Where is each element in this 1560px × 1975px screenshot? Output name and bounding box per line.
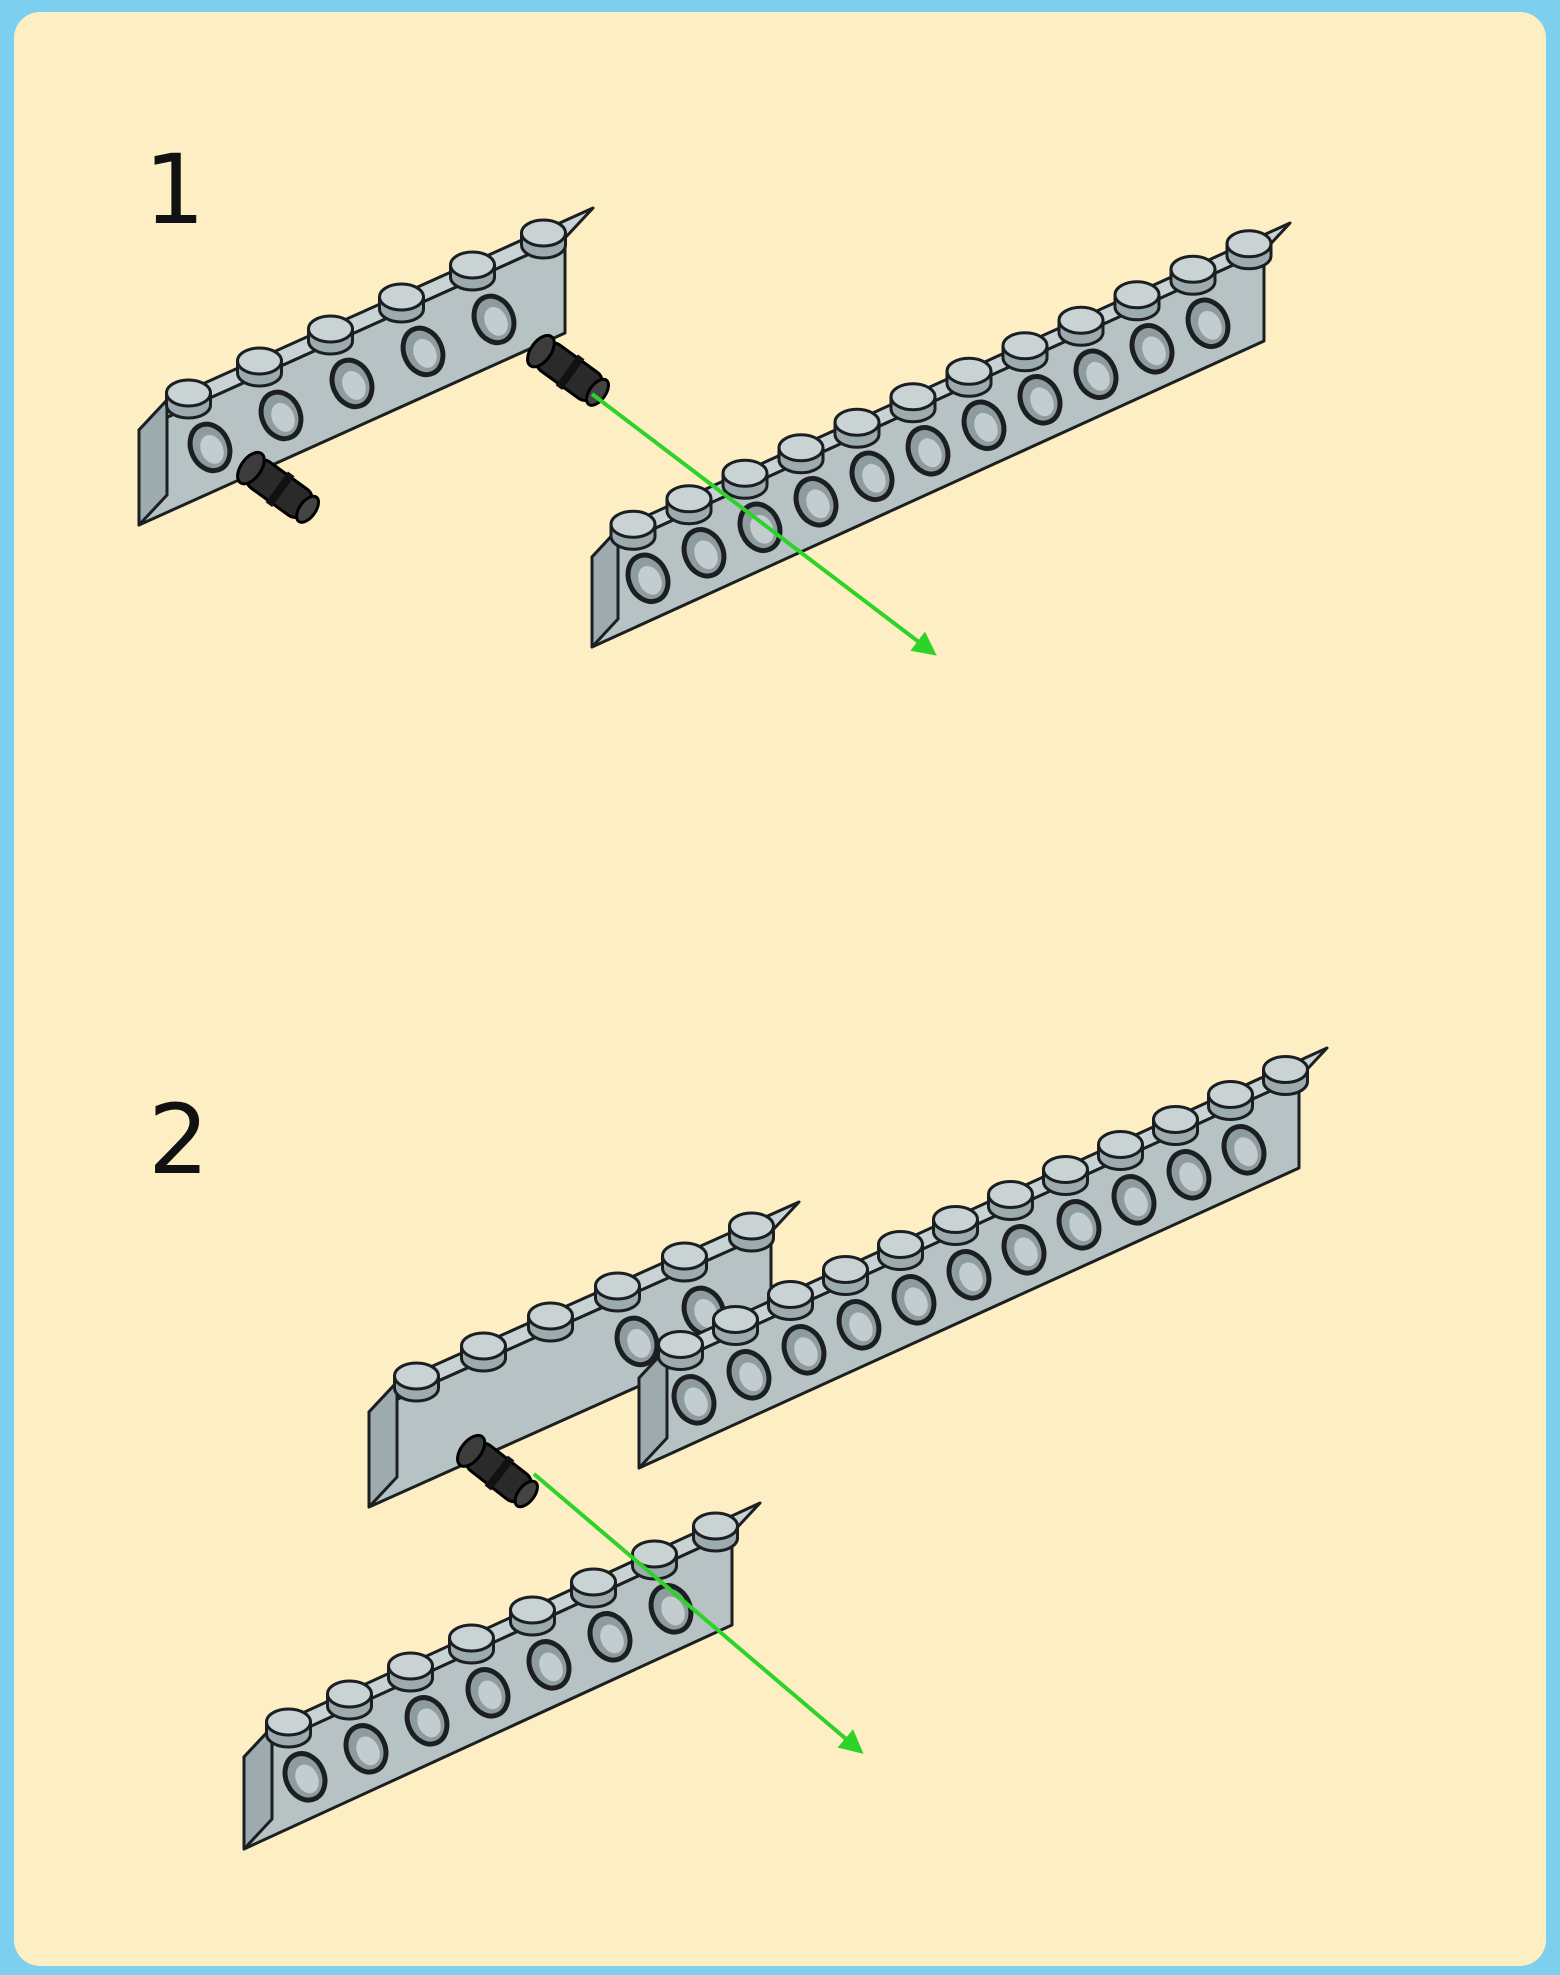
technic-brick-icon <box>637 1046 1329 1470</box>
step-1-group <box>137 206 1292 656</box>
technic-brick-icon <box>137 206 595 527</box>
technic-pin-icon <box>526 333 610 407</box>
assembly-arrow-icon <box>590 392 937 656</box>
instruction-panel: 1 2 <box>14 12 1546 1966</box>
technic-brick-icon <box>367 1200 801 1509</box>
step-number-1: 1 <box>144 134 206 246</box>
technic-pin-icon <box>456 1433 539 1509</box>
assembly-diagram <box>137 206 1329 1851</box>
step-2-group <box>242 1046 1329 1851</box>
technic-brick-icon <box>242 1501 762 1851</box>
step-number-2: 2 <box>148 1084 210 1196</box>
technic-pin-icon <box>236 450 320 524</box>
technic-brick-icon <box>590 221 1292 649</box>
assembly-arrow-icon <box>532 1472 864 1754</box>
